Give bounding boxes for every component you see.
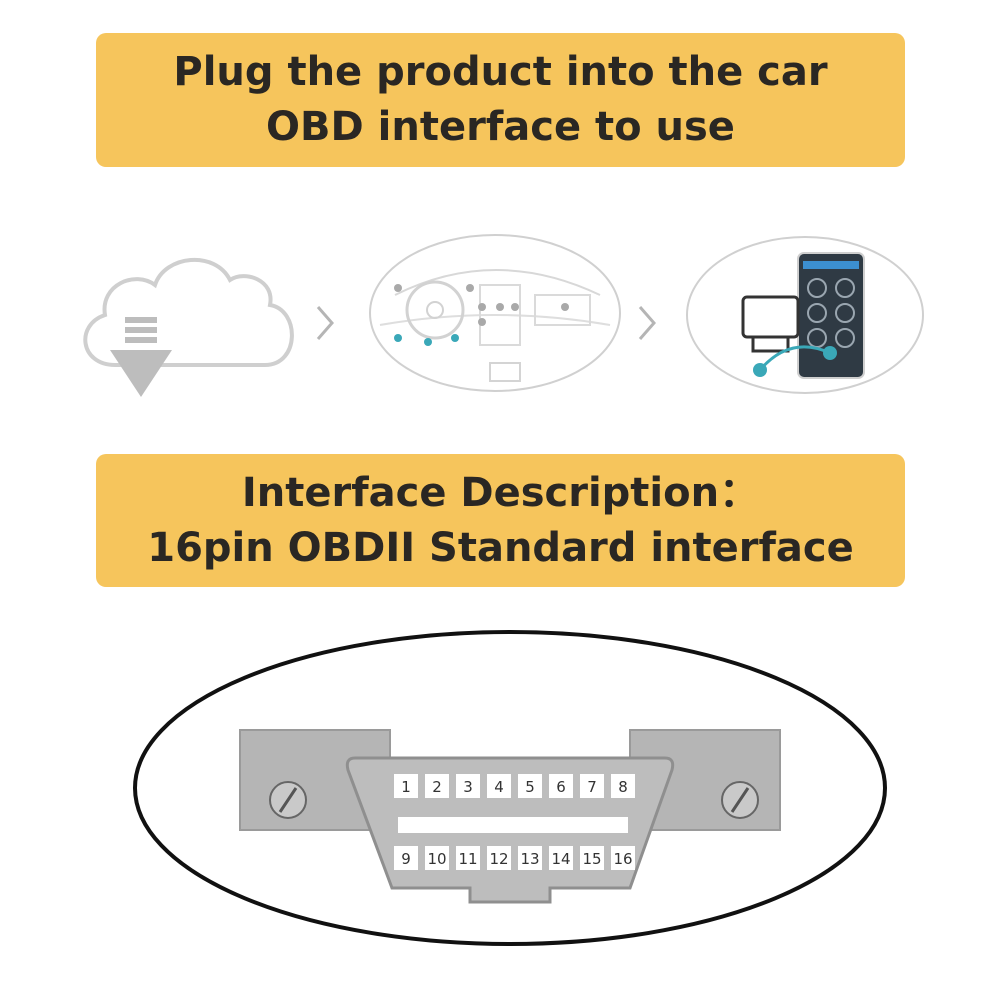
pin-label: 16 xyxy=(613,850,632,868)
interface-description-title: Interface Description： xyxy=(241,469,760,516)
pin-label: 11 xyxy=(458,850,477,868)
chevron-right-icon xyxy=(316,306,334,340)
car-dashboard-icon xyxy=(369,234,621,392)
pin-label: 9 xyxy=(401,850,411,868)
pin-box xyxy=(580,774,604,798)
pin-box xyxy=(580,846,604,870)
phone-app-icon xyxy=(686,236,924,394)
pin-label: 1 xyxy=(401,778,411,796)
pin-box xyxy=(487,846,511,870)
pin-box xyxy=(425,846,449,870)
pin-box xyxy=(518,774,542,798)
connector-center-bar xyxy=(398,817,628,833)
chevron-right-icon xyxy=(638,306,656,340)
pin-box xyxy=(425,774,449,798)
pin-label: 14 xyxy=(551,850,570,868)
pin-label: 8 xyxy=(618,778,628,796)
pin-box xyxy=(487,774,511,798)
pin-box xyxy=(456,846,480,870)
pin-box xyxy=(549,774,573,798)
pin-box xyxy=(456,774,480,798)
interface-description-banner: Interface Description： 16pin OBDII Stand… xyxy=(96,454,905,587)
pin-label: 10 xyxy=(427,850,446,868)
pin-box xyxy=(611,846,635,870)
pin-label: 3 xyxy=(463,778,473,796)
pin-label: 12 xyxy=(489,850,508,868)
pin-label: 13 xyxy=(520,850,539,868)
instruction-line-1: Plug the product into the car xyxy=(173,49,828,95)
interface-description-subtitle: 16pin OBDII Standard interface xyxy=(147,524,854,571)
instruction-banner: Plug the product into the car OBD interf… xyxy=(96,33,905,167)
pin-box xyxy=(394,774,418,798)
pin-label: 6 xyxy=(556,778,566,796)
pin-box xyxy=(518,846,542,870)
usage-steps xyxy=(83,234,924,397)
pin-label: 5 xyxy=(525,778,535,796)
pin-label: 2 xyxy=(432,778,442,796)
instruction-line-2: OBD interface to use xyxy=(266,104,735,150)
pin-label: 15 xyxy=(582,850,601,868)
cloud-download-icon xyxy=(83,257,294,397)
pin-label: 7 xyxy=(587,778,597,796)
pin-box xyxy=(611,774,635,798)
pin-box xyxy=(549,846,573,870)
pin-box xyxy=(394,846,418,870)
pin-label: 4 xyxy=(494,778,504,796)
